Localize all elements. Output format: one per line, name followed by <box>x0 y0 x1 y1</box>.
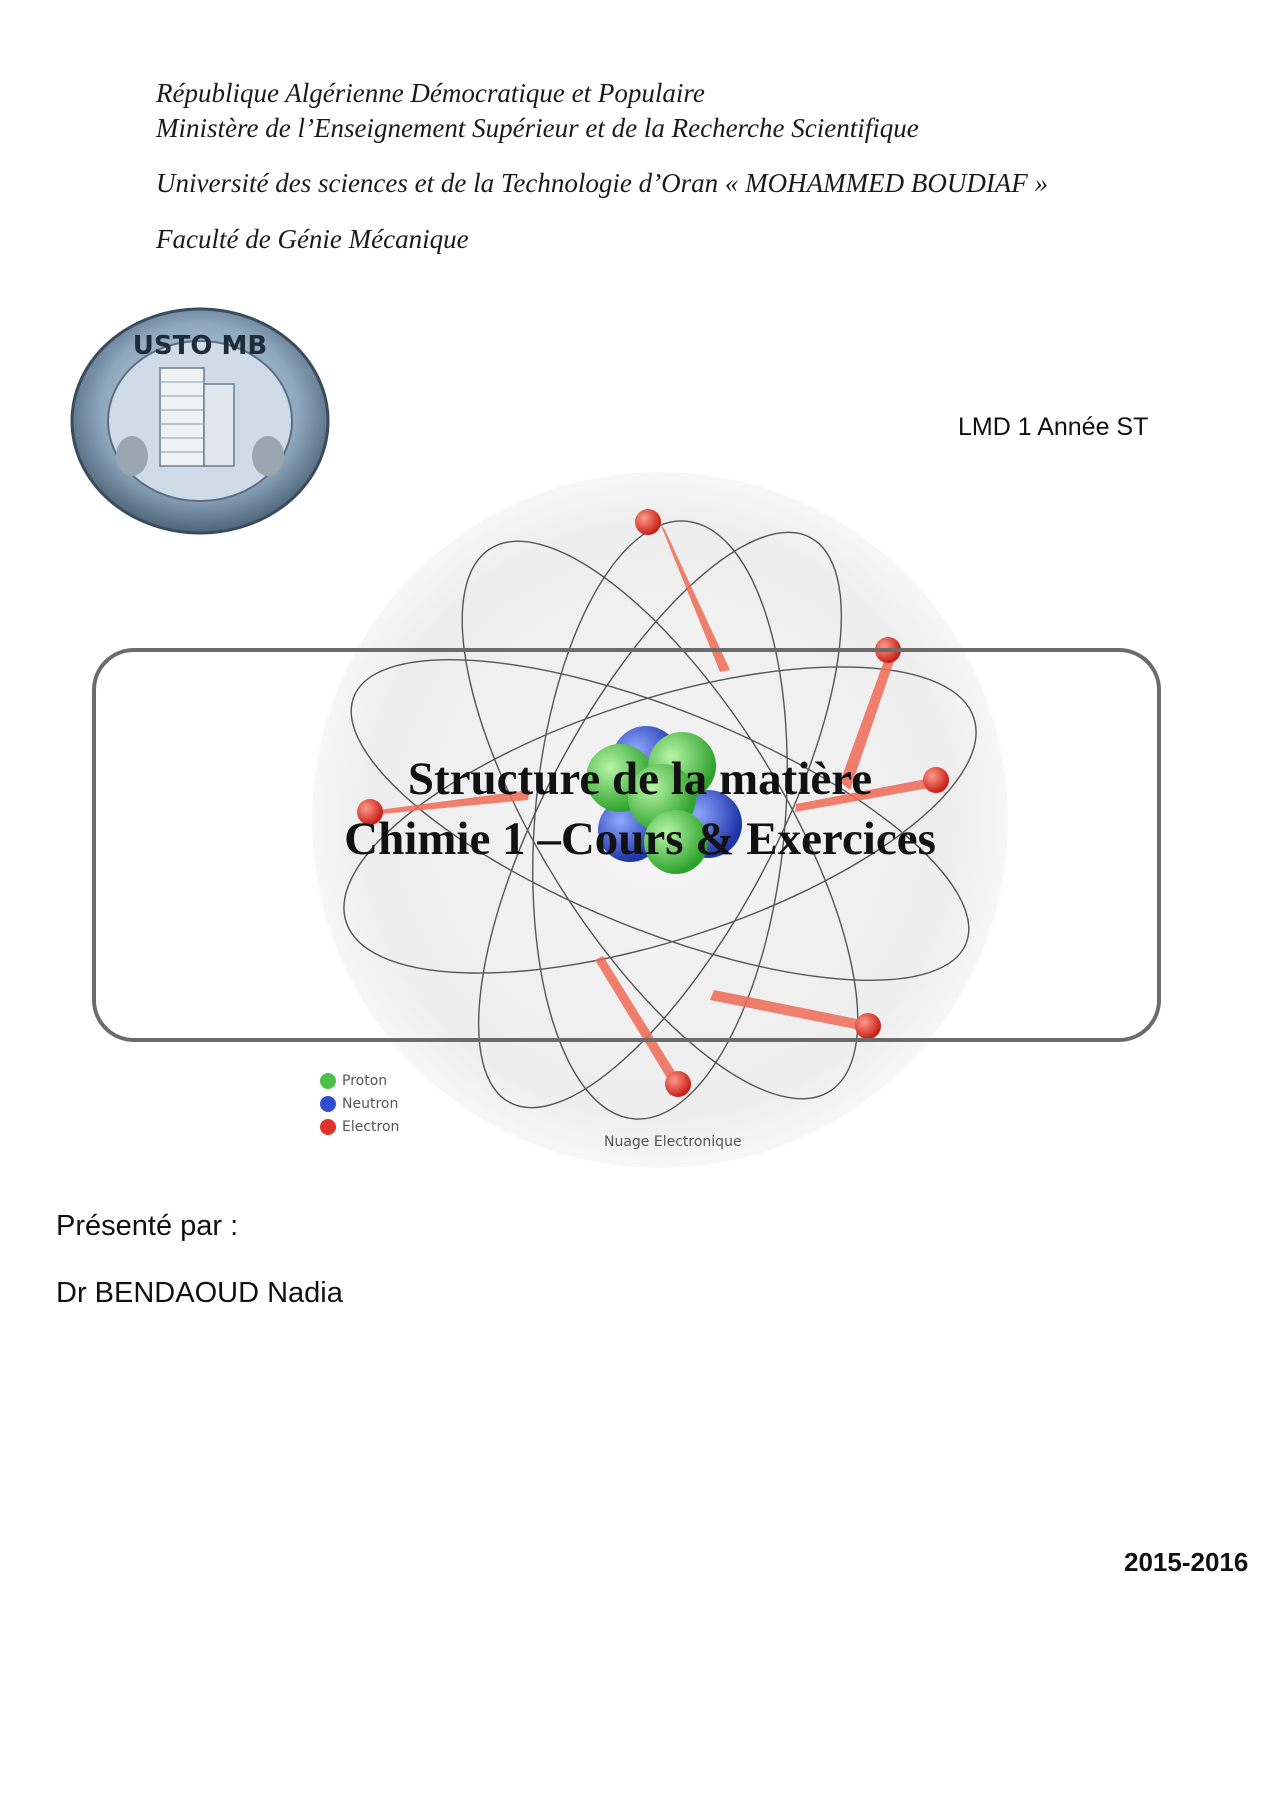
electron-cloud-caption: Nuage Electronique <box>604 1134 742 1150</box>
title-box <box>92 648 1161 1042</box>
neutron-icon <box>320 1096 336 1112</box>
study-level: LMD 1 Année ST <box>958 413 1149 441</box>
document-title: Structure de la matière <box>407 753 873 805</box>
document-subtitle: Chimie 1 –Cours & Exercices <box>344 813 936 865</box>
header-republic: République Algérienne Démocratique et Po… <box>156 78 705 108</box>
atom-illustration <box>312 472 1008 1168</box>
academic-year: 2015-2016 <box>1124 1547 1249 1577</box>
electron-icon <box>320 1119 336 1135</box>
university-logo: USTO MB <box>70 307 330 535</box>
legend-electron: Electron <box>320 1119 399 1135</box>
legend-neutron: Neutron <box>320 1096 398 1112</box>
proton-icon <box>320 1073 336 1089</box>
header-faculty: Faculté de Génie Mécanique <box>156 224 469 254</box>
presented-by-label: Présenté par : <box>56 1210 239 1242</box>
legend-proton: Proton <box>320 1073 387 1089</box>
svg-text:USTO MB: USTO MB <box>133 331 267 361</box>
header-ministry: Ministère de l’Enseignement Supérieur et… <box>156 113 919 143</box>
header-university: Université des sciences et de la Technol… <box>156 168 1049 198</box>
presenter-name: Dr BENDAOUD Nadia <box>56 1277 343 1309</box>
